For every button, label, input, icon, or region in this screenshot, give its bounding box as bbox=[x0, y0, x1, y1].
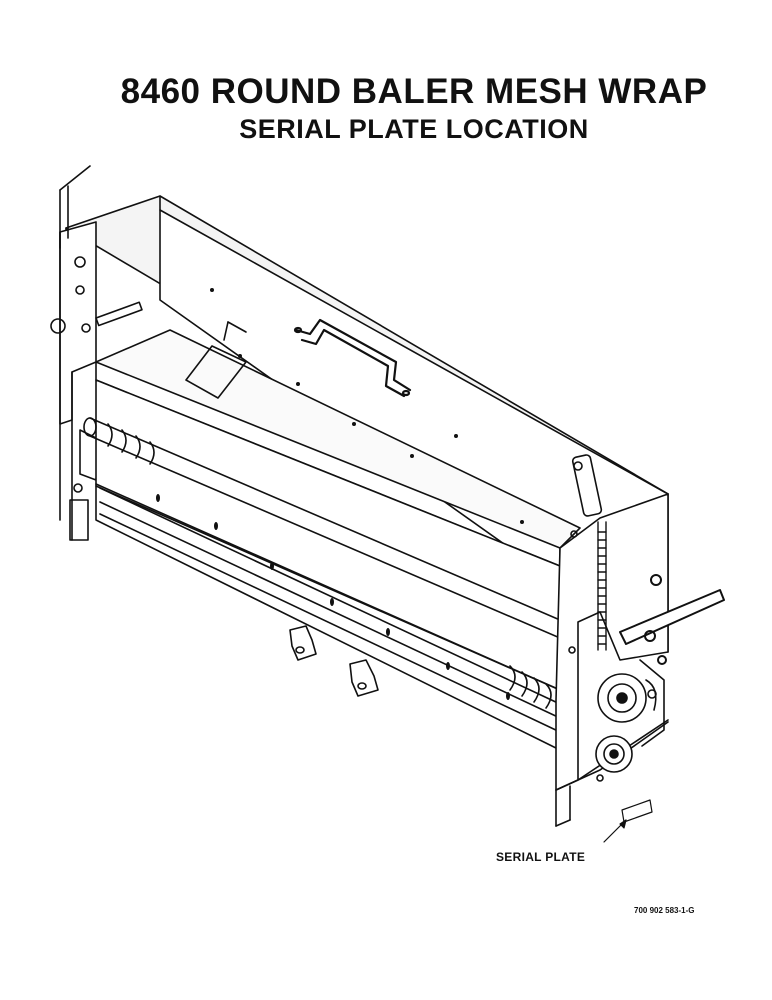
left-side-frame bbox=[50, 165, 143, 541]
upper-roller bbox=[83, 417, 561, 639]
beam-slots bbox=[156, 288, 524, 700]
tension-spring bbox=[597, 521, 607, 651]
front-beam bbox=[95, 379, 561, 751]
serial-plate-label: SERIAL PLATE bbox=[496, 850, 586, 864]
carry-handle bbox=[293, 318, 412, 398]
page-title: 8460 ROUND BALER MESH WRAP bbox=[120, 72, 708, 111]
page-subtitle: SERIAL PLATE LOCATION bbox=[239, 114, 589, 144]
drive-pulleys bbox=[595, 659, 665, 782]
serial-plate-pointer bbox=[603, 799, 653, 843]
lower-roller bbox=[95, 483, 561, 709]
lever-arm bbox=[619, 574, 725, 665]
figure-number: 700 902 583-1-G bbox=[634, 906, 695, 915]
mounting-brackets bbox=[289, 625, 379, 697]
